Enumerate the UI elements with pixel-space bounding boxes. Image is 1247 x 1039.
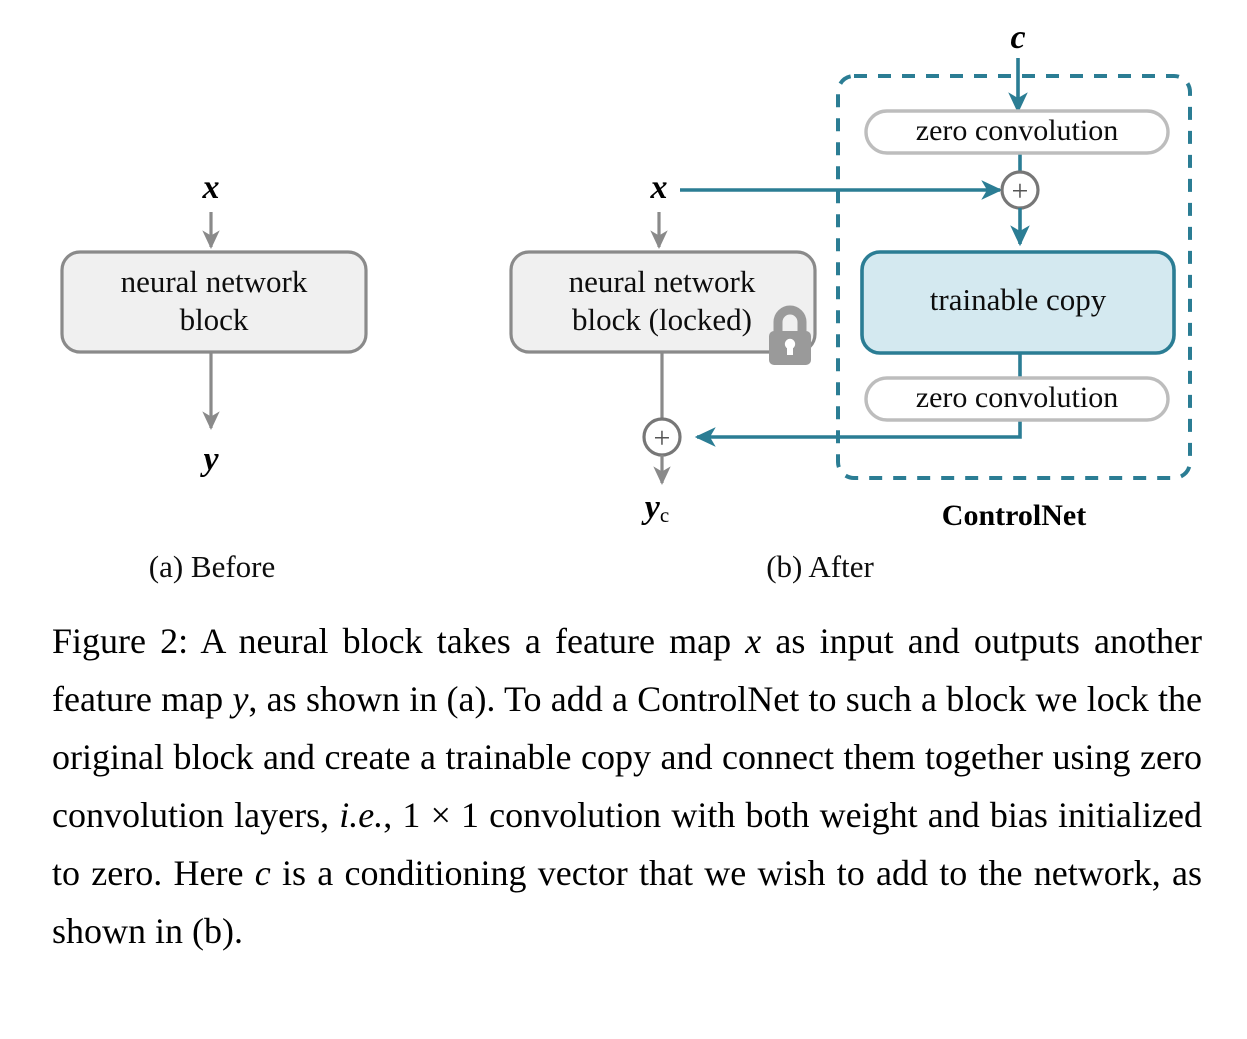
block-label-line2-b: block (locked) bbox=[572, 302, 752, 337]
panel-before: x neural network block y (a) Before bbox=[60, 169, 368, 584]
zero-convolution-bottom: zero convolution bbox=[864, 376, 1170, 422]
caption-seg1: A neural block takes a feature map bbox=[188, 621, 746, 661]
zero-convolution-top: zero convolution bbox=[864, 109, 1170, 155]
figure-caption: Figure 2: A neural block takes a feature… bbox=[52, 612, 1202, 960]
input-label-x-a: x bbox=[202, 169, 220, 206]
zero-conv-top-rect bbox=[864, 109, 1170, 155]
block-label-line2-a: block bbox=[180, 302, 249, 337]
block-rect-a bbox=[60, 250, 368, 354]
output-label-yc: yc bbox=[641, 489, 669, 527]
caption-var-x: x bbox=[745, 621, 762, 661]
lock-icon bbox=[769, 305, 811, 365]
adder-bottom-symbol: + bbox=[654, 422, 671, 455]
controlnet-label: ControlNet bbox=[942, 499, 1086, 532]
adder-bottom: + bbox=[642, 417, 682, 457]
zero-conv-top-label: zero convolution bbox=[916, 114, 1118, 147]
output-label-yc-base: y bbox=[641, 489, 661, 526]
panel-caption-before: (a) Before bbox=[149, 549, 276, 584]
caption-var-c: c bbox=[254, 853, 271, 893]
caption-seg5: is a conditioning vector that we wish to… bbox=[52, 853, 1203, 951]
block-label-line1-b: neural network bbox=[569, 264, 756, 299]
adder-top: + bbox=[1000, 170, 1040, 210]
block-label-line1-a: neural network bbox=[121, 264, 308, 299]
caption-seg2: as input and outputs another feature map bbox=[52, 621, 1202, 719]
caption-emph-ie: i.e. bbox=[339, 795, 384, 835]
caption-seg3: , as shown in (a). To add a ControlNet t… bbox=[52, 679, 1202, 835]
controlnet-dashed-boundary bbox=[836, 74, 1192, 480]
adder-top-symbol: + bbox=[1012, 175, 1029, 208]
neural-network-block-a: neural network block bbox=[60, 250, 368, 354]
lock-shackle bbox=[773, 305, 807, 334]
zero-conv-bottom-label: zero convolution bbox=[916, 381, 1118, 414]
trainable-copy-label: trainable copy bbox=[930, 282, 1107, 317]
neural-network-block-locked: neural network block (locked) bbox=[509, 250, 817, 354]
caption-seg4: , 1 × 1 convolution with both weight and… bbox=[52, 795, 1202, 893]
input-label-x-b: x bbox=[650, 169, 668, 206]
condition-label-c: c bbox=[1010, 19, 1025, 56]
panel-caption-after: (b) After bbox=[766, 549, 874, 584]
trainable-copy-rect bbox=[860, 250, 1176, 355]
output-label-y-a: y bbox=[199, 441, 219, 478]
output-label-yc-subscript: c bbox=[660, 503, 669, 527]
panel-after: c zero convolution x + trainable bbox=[509, 19, 1192, 584]
trainable-copy-block: trainable copy bbox=[860, 250, 1176, 355]
figure-diagram: x neural network block y (a) Before c bbox=[60, 19, 1192, 584]
caption-var-y: y bbox=[232, 679, 249, 719]
caption-prefix: Figure 2: bbox=[52, 621, 189, 661]
zero-conv-bottom-rect bbox=[864, 376, 1170, 422]
lock-keyhole-stem bbox=[787, 344, 793, 355]
